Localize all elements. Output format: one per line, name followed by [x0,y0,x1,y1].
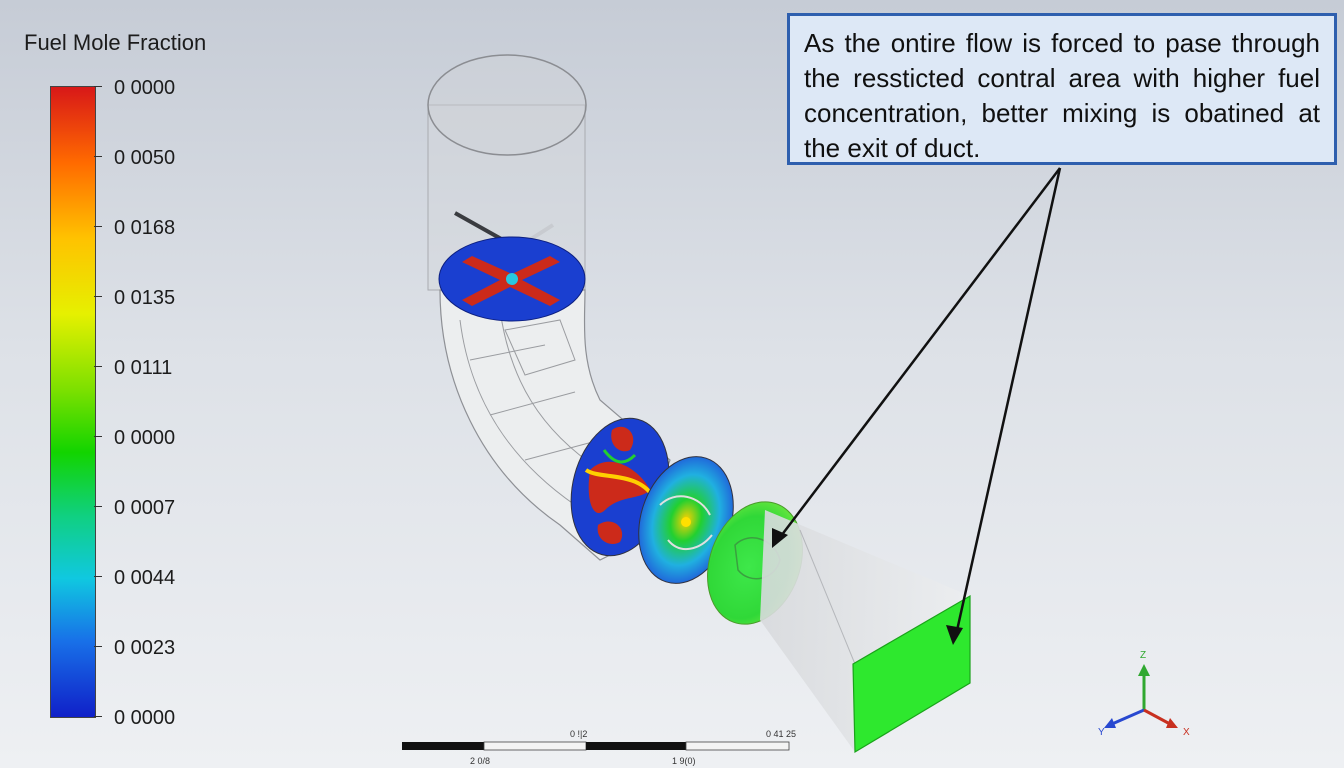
colorbar-tick [94,436,102,437]
axis-label-z: Z [1140,650,1146,661]
scale-label: 0 41 25 [766,729,796,739]
callout-text: As the ontire flow is forced to pase thr… [804,28,1320,163]
legend-title: Fuel Mole Fraction [24,30,207,55]
colorbar-tick [94,646,102,647]
scale-label: 2 0/8 [470,756,490,766]
colorbar-label: 0 0050 [114,147,176,169]
colorbar-label: 0 0135 [114,287,176,309]
axis-label-y: Y [1098,727,1105,738]
axis-triad: Z Y X [1098,650,1190,738]
axis-label-x: X [1183,727,1190,738]
colorbar-label: 0 0168 [114,217,176,239]
colorbar-tick [94,296,102,297]
colorbar-label: 0 0000 [114,427,176,449]
colorbar-tick [94,156,102,157]
scale-label: 1 9(0) [672,756,696,766]
colorbar-label: 0 0000 [114,707,176,729]
colorbar-tick [94,506,102,507]
colorbar-label: 0 0023 [114,637,176,659]
colorbar-label: 0 0007 [114,497,176,519]
scale-label: 0 !|2 [570,729,587,739]
colorbar-tick [94,86,102,87]
colorbar-label: 0 0044 [114,567,176,589]
callout-arrows [772,167,1062,645]
colorbar-tick [94,576,102,577]
slice-inlet [438,236,586,322]
colorbar-label: 0 0000 [114,77,176,99]
colorbar-label: 0 0111 [114,357,173,379]
colorbar-tick [94,716,102,717]
annotation-callout: As the ontire flow is forced to pase thr… [787,13,1337,165]
colorbar-tick [94,366,102,367]
scale-bar: 2 0/8 0 !|2 1 9(0) 0 41 25 [402,729,796,766]
colorbar-tick [94,226,102,227]
colorbar [50,86,96,718]
exit-face [852,594,971,754]
